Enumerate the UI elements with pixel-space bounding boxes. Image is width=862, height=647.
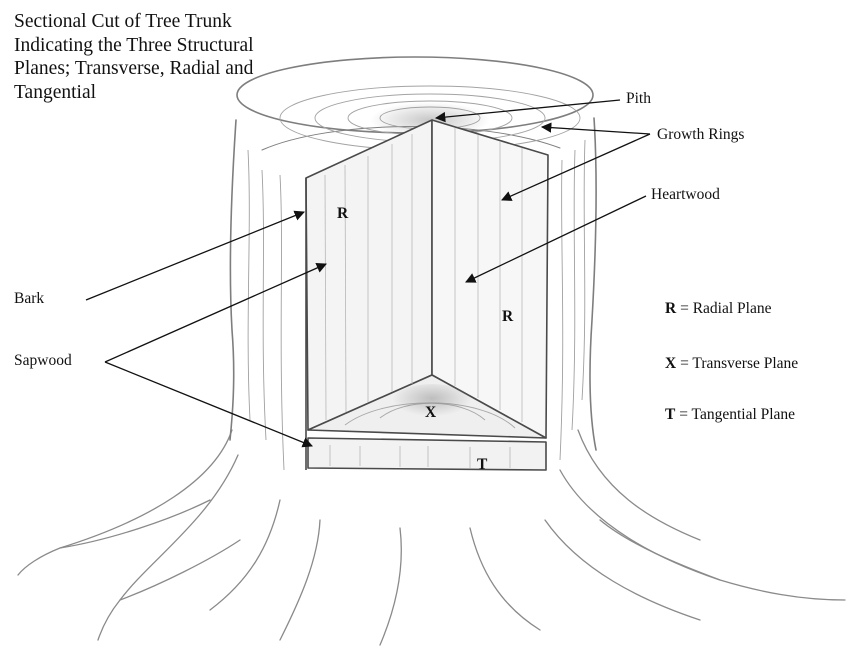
sapwood-arrow-2 — [105, 362, 312, 446]
bark-arrow — [86, 212, 304, 300]
marker-transverse: X — [425, 404, 436, 422]
marker-tangential: T — [477, 456, 487, 474]
label-growth-rings: Growth Rings — [657, 126, 744, 144]
label-bark: Bark — [14, 290, 44, 308]
legend-radial: R = Radial Plane — [665, 300, 771, 318]
label-sapwood: Sapwood — [14, 352, 72, 370]
marker-radial-left: R — [337, 205, 348, 223]
marker-radial-right: R — [502, 308, 513, 326]
growth-rings-arrow-1 — [542, 127, 650, 134]
diagram-title: Sectional Cut of Tree Trunk Indicating t… — [14, 10, 264, 104]
legend-tangential: T = Tangential Plane — [665, 406, 795, 424]
label-pith: Pith — [626, 90, 651, 108]
legend-transverse: X = Transverse Plane — [665, 355, 798, 373]
label-heartwood: Heartwood — [651, 186, 720, 204]
